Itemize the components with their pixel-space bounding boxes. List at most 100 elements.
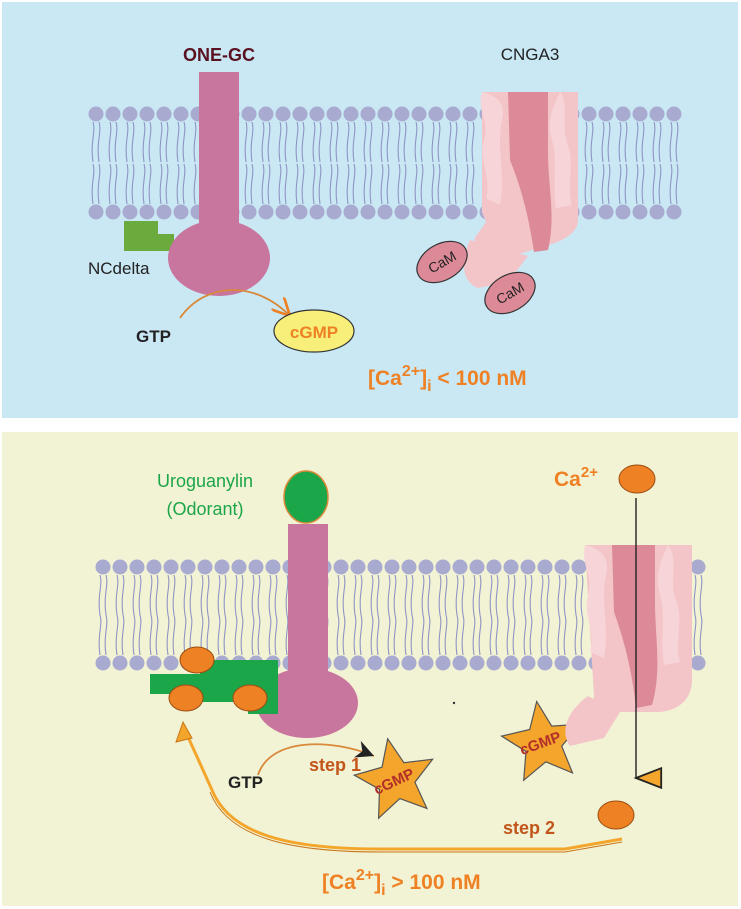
lipid-head — [690, 655, 706, 671]
cgmp-label-top: cGMP — [290, 323, 338, 342]
lipid-tail — [217, 574, 221, 616]
lipid-tail — [363, 163, 367, 205]
lipid-tail — [98, 614, 102, 656]
lipid-tail — [267, 163, 271, 205]
lipid-tail — [274, 574, 278, 616]
lipid-tail — [414, 121, 418, 163]
lipid-tail — [658, 121, 662, 163]
lipid-tail — [131, 121, 135, 163]
cgmp-star-1: cGMP — [352, 737, 434, 820]
lipid-head — [95, 559, 111, 575]
lipid-head — [462, 204, 478, 220]
lipid-tail — [165, 163, 169, 205]
lipid-tail — [182, 163, 186, 205]
ca-condition-top: [Ca2+]i < 100 nM — [368, 363, 527, 395]
lipid-tail — [410, 574, 414, 616]
lipid-tail — [590, 121, 594, 163]
lipid-tail — [200, 574, 204, 616]
lipid-tail — [431, 121, 435, 163]
lipid-head — [146, 655, 162, 671]
lipid-tail — [618, 163, 622, 205]
lipid-head — [326, 204, 342, 220]
ncdelta-protein — [124, 221, 174, 251]
lipid-tail — [189, 574, 193, 616]
lipid-head — [275, 106, 291, 122]
lipid-head — [112, 559, 128, 575]
lipid-tail — [414, 163, 418, 205]
lipid-tail — [285, 574, 289, 616]
lipid-tail — [142, 121, 146, 163]
lipid-tail — [410, 614, 414, 656]
lipid-tail — [387, 614, 391, 656]
lipid-tail — [624, 121, 628, 163]
lipid-tail — [557, 574, 561, 616]
lipid-tail — [404, 614, 408, 656]
lipid-tail — [318, 121, 322, 163]
lipid-head — [452, 655, 468, 671]
lipid-tail — [540, 614, 544, 656]
lipid-tail — [380, 121, 384, 163]
lipid-tail — [387, 574, 391, 616]
lipid-tail — [132, 614, 136, 656]
lipid-tail — [584, 163, 588, 205]
lipid-tail — [301, 163, 305, 205]
lipid-tail — [380, 163, 384, 205]
lipid-tail — [223, 574, 227, 616]
lipid-head — [292, 106, 308, 122]
lipid-tail — [438, 574, 442, 616]
lipid-tail — [142, 163, 146, 205]
lipid-tail — [386, 121, 390, 163]
lipid-head — [360, 204, 376, 220]
uroguanylin-ligand — [283, 470, 329, 524]
lipid-tail — [529, 614, 533, 656]
step1-label: step 1 — [309, 755, 361, 775]
lipid-tail — [240, 614, 244, 656]
lipid-tail — [471, 121, 475, 163]
lipid-tail — [455, 574, 459, 616]
step2-feedback-arrow — [182, 727, 623, 851]
lipid-head — [105, 204, 121, 220]
lipid-tail — [121, 574, 125, 616]
lipid-tail — [284, 163, 288, 205]
lipid-tail — [669, 121, 673, 163]
lipid-head — [309, 106, 325, 122]
lipid-tail — [421, 614, 425, 656]
cgmp-molecule-top — [273, 309, 355, 353]
calmodulin-2: CaM — [484, 271, 536, 315]
stray-dot — [452, 701, 456, 705]
panel-top: NCdelta ONE-GC GTP cGMP CNGA3 CaM CaM — [2, 2, 738, 418]
lipid-tail — [669, 163, 673, 205]
lipid-head — [435, 559, 451, 575]
lipid-tail — [635, 163, 639, 205]
lipid-tail — [529, 574, 533, 616]
lipid-tail — [420, 121, 424, 163]
cnga3-channel-bottom — [565, 545, 692, 746]
lipid-head — [197, 559, 213, 575]
lipid-tail — [268, 614, 272, 656]
lipid-tail — [206, 574, 210, 616]
cnga3-label: CNGA3 — [501, 45, 560, 64]
lipid-head — [129, 655, 145, 671]
lipid-head — [615, 204, 631, 220]
lipid-tail — [138, 614, 142, 656]
lipid-head — [537, 559, 553, 575]
lipid-tail — [257, 614, 261, 656]
lipid-head — [112, 655, 128, 671]
lipid-tail — [240, 574, 244, 616]
lipid-head — [554, 559, 570, 575]
lipid-tail — [353, 614, 357, 656]
lipid-tail — [346, 121, 350, 163]
lipid-tail — [268, 574, 272, 616]
lipid-head — [411, 204, 427, 220]
lipid-tail — [352, 163, 356, 205]
calcium-bound-2 — [168, 684, 204, 712]
lipid-head — [581, 204, 597, 220]
lipid-tail — [546, 614, 550, 656]
lipid-tail — [359, 574, 363, 616]
lipid-head — [384, 655, 400, 671]
lipid-tail — [427, 614, 431, 656]
lipid-tail — [369, 163, 373, 205]
lipid-tail — [641, 121, 645, 163]
lipid-tail — [489, 614, 493, 656]
